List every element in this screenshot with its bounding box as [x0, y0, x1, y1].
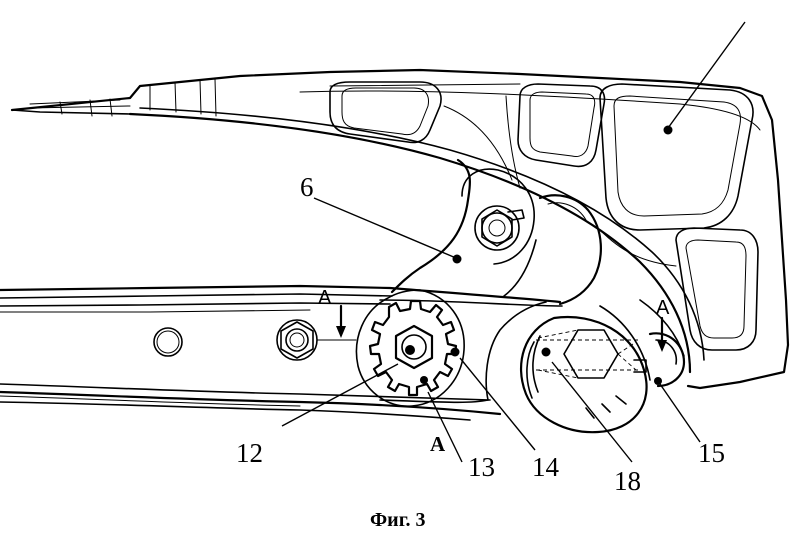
label-12: 12 [236, 438, 263, 468]
label-13: 13 [468, 452, 495, 482]
gear-13 [355, 289, 465, 407]
label-14: 14 [532, 452, 560, 482]
label-6: 6 [300, 172, 314, 202]
section-marker-left [336, 304, 346, 338]
section-label-left: A [318, 287, 332, 309]
link-plate-6 [390, 158, 602, 306]
section-label-bottom: A [430, 432, 446, 456]
figure-caption: Фиг. 3 [370, 509, 426, 531]
upper-frame [10, 68, 790, 390]
label-18: 18 [614, 466, 641, 496]
lower-rail [0, 284, 563, 421]
label-15: 15 [698, 438, 725, 468]
section-label-right: A [656, 297, 670, 319]
leader-lines [281, 21, 746, 463]
section-marker-right [657, 316, 667, 352]
pivot-assembly [519, 299, 686, 434]
